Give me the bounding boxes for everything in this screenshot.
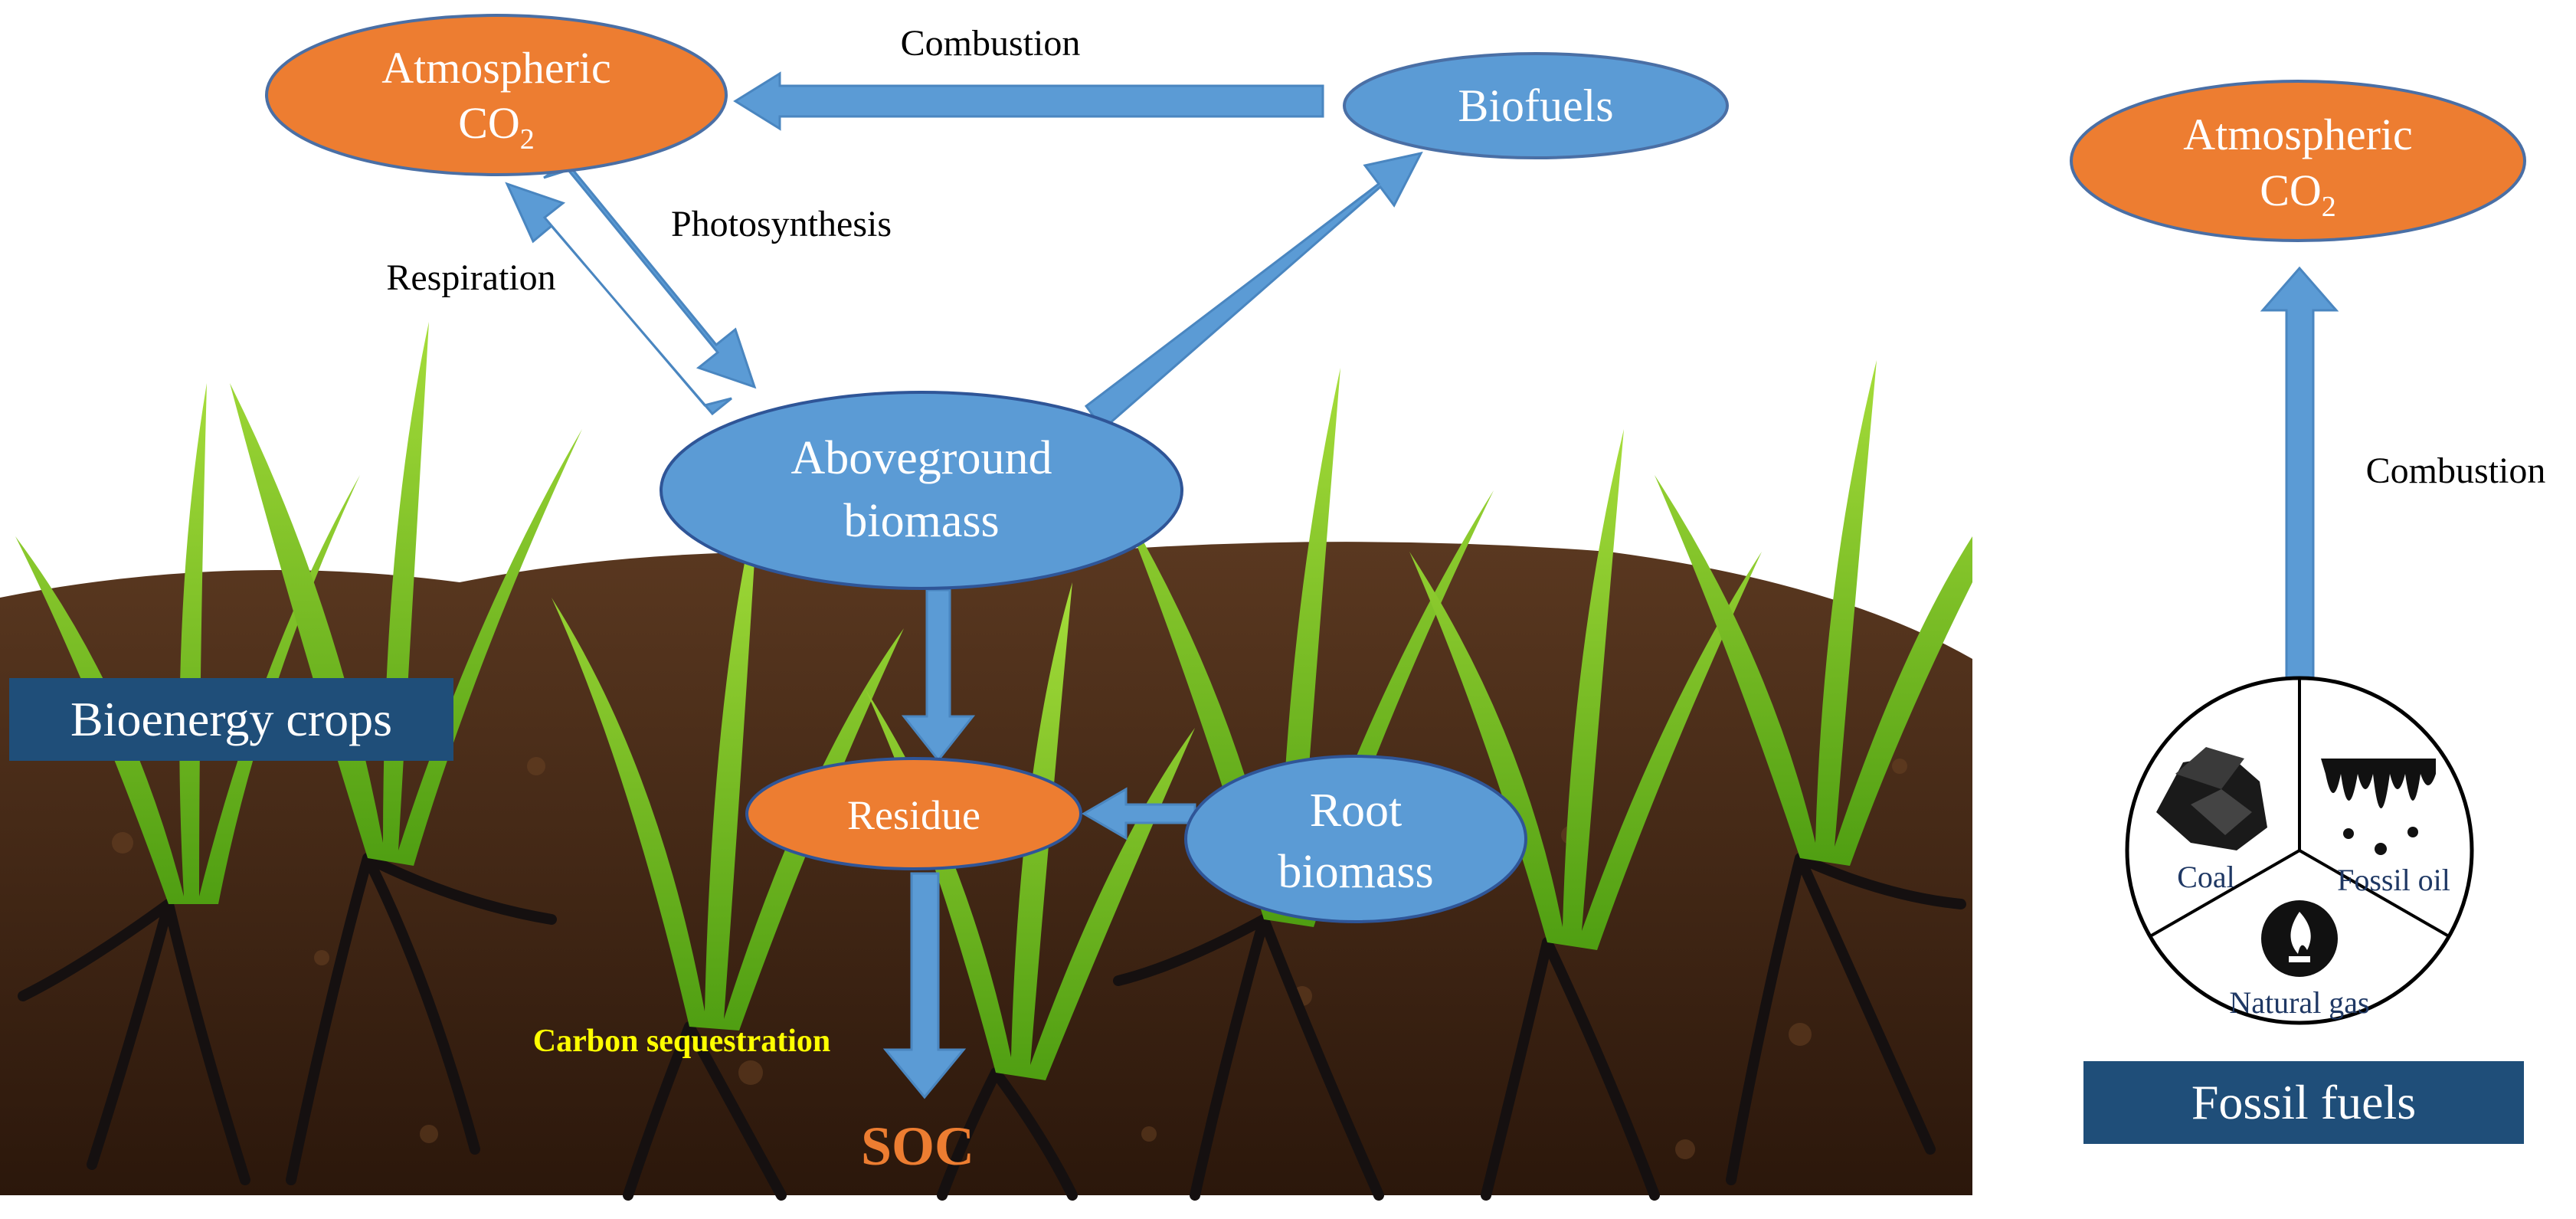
combustion-label: Combustion xyxy=(901,23,1081,64)
root-biomass-node xyxy=(1184,755,1527,923)
soc-label: SOC xyxy=(861,1116,974,1177)
carbon-sequestration-label: Carbon sequestration xyxy=(533,1024,831,1059)
combustion-arrow xyxy=(733,71,1324,131)
residue-label: Residue xyxy=(847,792,980,838)
photosynthesis-label: Photosynthesis xyxy=(671,204,892,244)
fossil-atmospheric-co2-formula: CO2 xyxy=(2260,165,2336,223)
biofuels-arrow xyxy=(1084,151,1423,431)
bioenergy-crops-title: Bioenergy crops xyxy=(9,678,453,761)
photosynthesis-arrow xyxy=(543,160,757,389)
roots xyxy=(18,853,1966,1201)
aboveground-biomass-node xyxy=(660,391,1183,590)
aboveground-residue-arrow xyxy=(901,588,976,762)
root-residue-arrow xyxy=(1082,787,1196,841)
natural-gas-label: Natural gas xyxy=(2229,985,2369,1020)
coal-icon xyxy=(2156,747,2267,850)
fossil-oil-icon xyxy=(2321,759,2436,855)
biofuels-node xyxy=(1343,52,1729,159)
coal-label: Coal xyxy=(2177,860,2235,894)
biofuels-label: Biofuels xyxy=(1458,80,1613,131)
arrows-left xyxy=(505,71,1423,1099)
atmospheric-co2-node xyxy=(265,14,728,176)
fossil-oil-label: Fossil oil xyxy=(2337,863,2450,897)
root-biomass-label-line1: Root xyxy=(1310,785,1403,837)
fossil-atmospheric-co2-node xyxy=(2070,80,2526,242)
atmospheric-co2-label: Atmospheric xyxy=(381,43,611,93)
aboveground-label-line1: Aboveground xyxy=(791,432,1052,484)
fossil-combustion-arrow xyxy=(2260,266,2339,680)
root-biomass-label-line2: biomass xyxy=(1278,846,1433,898)
fossil-combustion-label: Combustion xyxy=(2366,451,2546,491)
fossil-fuels-title: Fossil fuels xyxy=(2083,1061,2524,1144)
natural-gas-icon xyxy=(2261,900,2338,977)
residue-node xyxy=(745,757,1082,870)
carbon-sequestration-arrow xyxy=(882,872,967,1099)
respiration-label: Respiration xyxy=(386,257,555,298)
aboveground-label-line2: biomass xyxy=(843,495,999,547)
atmospheric-co2-formula: CO2 xyxy=(458,98,535,156)
respiration-arrow xyxy=(505,182,732,416)
fossil-atmospheric-co2-label: Atmospheric xyxy=(2183,110,2413,159)
